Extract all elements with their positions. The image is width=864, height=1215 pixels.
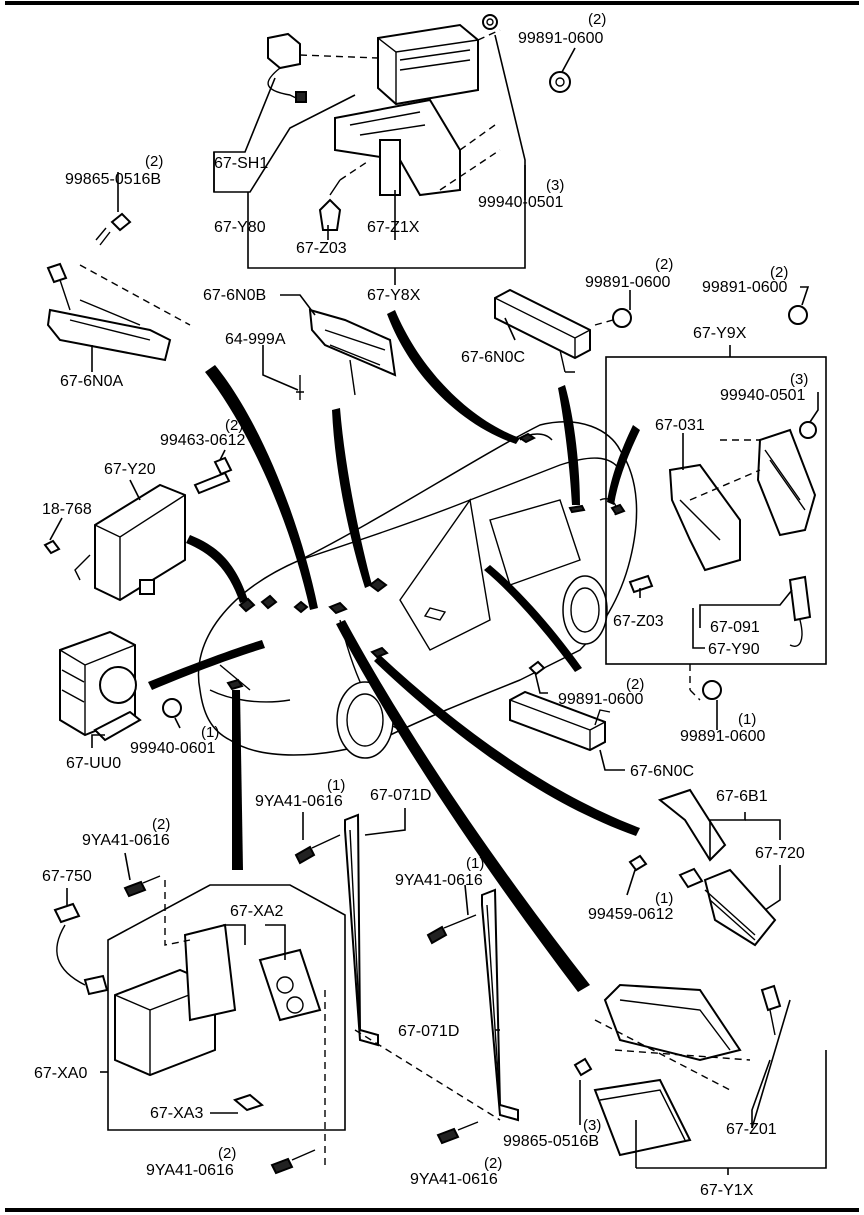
- label-9YA41-0616-d-qty: (2): [218, 1145, 236, 1162]
- label-9YA41-0616-b-qty: (2): [152, 816, 170, 833]
- bolt-bottom-a: [270, 1157, 294, 1175]
- bolt-bottom-b-shank: [457, 1121, 479, 1131]
- label-99891-0600-d: 99891-0600: [558, 691, 644, 708]
- label-99891-0600-d-qty: (2): [626, 676, 644, 693]
- label-67-Z01: 67-Z01: [726, 1121, 777, 1138]
- label-67-Y20: 67-Y20: [104, 461, 156, 478]
- dash-071D: [354, 1029, 501, 1121]
- label-64-999A: 64-999A: [225, 331, 286, 348]
- label-99940-0501-b: 99940-0501: [720, 387, 806, 404]
- group-box-Y1X: [636, 1050, 827, 1169]
- label-99891-0600-e: 99891-0600: [680, 728, 766, 745]
- module-Y1X-assembly: [573, 983, 782, 1157]
- leader-wedges: [148, 310, 640, 992]
- label-9YA41-0616-e: 9YA41-0616: [410, 1171, 498, 1188]
- top-dashed-lines: [299, 29, 501, 191]
- bolt-bottom-a-shank: [291, 1149, 316, 1161]
- label-67-091: 67-091: [710, 619, 760, 636]
- label-67-XA0: 67-XA0: [34, 1065, 87, 1082]
- label-67-750: 67-750: [42, 868, 92, 885]
- label-67-UU0: 67-UU0: [66, 755, 121, 772]
- top-module-assembly: [267, 14, 498, 231]
- label-67-Y80: 67-Y80: [214, 219, 266, 236]
- label-99940-0601-qty: (1): [201, 724, 219, 741]
- label-99865-0516B-a-qty: (2): [145, 153, 163, 170]
- label-67-071D-b: 67-071D: [398, 1023, 459, 1040]
- label-99459-0612: 99459-0612: [588, 906, 674, 923]
- label-67-031: 67-031: [655, 417, 705, 434]
- label-67-Y1X: 67-Y1X: [700, 1182, 754, 1199]
- label-99940-0501-b-qty: (3): [790, 371, 808, 388]
- label-99891-0600-a: 99891-0600: [518, 30, 604, 47]
- module-UU0: [59, 630, 142, 742]
- nut-icon-e: [702, 680, 722, 700]
- label-67-Z1X: 67-Z1X: [367, 219, 420, 236]
- label-99891-0600-b: 99891-0600: [585, 274, 671, 291]
- label-67-Y90: 67-Y90: [708, 641, 760, 658]
- label-9YA41-0616-d: 9YA41-0616: [146, 1162, 234, 1179]
- label-67-XA2: 67-XA2: [230, 903, 283, 920]
- label-99940-0601: 99940-0601: [130, 740, 216, 757]
- module-720: [628, 788, 777, 947]
- bracket-071D-a: [294, 813, 379, 1047]
- label-67-6N0C-a: 67-6N0C: [461, 349, 525, 366]
- label-67-XA3: 67-XA3: [150, 1105, 203, 1122]
- label-9YA41-0616-c: 9YA41-0616: [395, 872, 483, 889]
- module-6N0C-top: [494, 288, 621, 373]
- nut-icon-a: [549, 71, 571, 93]
- car-outline: [197, 421, 638, 759]
- bracket-6N0A: [46, 262, 191, 362]
- label-9YA41-0616-e-qty: (2): [484, 1155, 502, 1172]
- group-box-Y9X: [605, 356, 827, 665]
- label-67-071D-a: 67-071D: [370, 787, 431, 804]
- nut-icon-d: [162, 698, 182, 718]
- leader-lines: [49, 34, 819, 1175]
- label-67-6B1: 67-6B1: [716, 788, 768, 805]
- right-module-assembly: [628, 421, 817, 647]
- label-67-SH1: 67-SH1: [214, 155, 268, 172]
- label-67-Z03-a: 67-Z03: [296, 240, 347, 257]
- label-99865-0516B-a: 99865-0516B: [65, 171, 161, 188]
- label-9YA41-0616-a: 9YA41-0616: [255, 793, 343, 810]
- nut-icon-c: [788, 305, 808, 325]
- label-99891-0600-c: 99891-0600: [702, 279, 788, 296]
- label-9YA41-0616-c-qty: (1): [466, 855, 484, 872]
- module-Y20: [43, 456, 233, 602]
- label-99940-0501-a: 99940-0501: [478, 194, 564, 211]
- label-18-768: 18-768: [42, 501, 92, 518]
- bracket-071D-b: [426, 888, 519, 1122]
- nut-icon-b: [612, 308, 632, 328]
- label-99891-0600-c-qty: (2): [770, 264, 788, 281]
- label-67-Y8X: 67-Y8X: [367, 287, 421, 304]
- module-XA0-assembly: [53, 875, 326, 1165]
- label-99463-0612-qty: (2): [225, 417, 243, 434]
- label-67-Y9X: 67-Y9X: [693, 325, 747, 342]
- screw-a: [95, 212, 132, 246]
- module-6N0C-bottom: [509, 660, 611, 752]
- label-99865-0516B-b: 99865-0516B: [503, 1133, 599, 1150]
- label-99940-0501-a-qty: (3): [546, 177, 564, 194]
- bracket-6N0B: [296, 308, 397, 400]
- label-99891-0600-b-qty: (2): [655, 256, 673, 273]
- label-9YA41-0616-b: 9YA41-0616: [82, 832, 170, 849]
- label-67-720: 67-720: [755, 845, 805, 862]
- label-99459-0612-qty: (1): [655, 890, 673, 907]
- label-99463-0612: 99463-0612: [160, 432, 246, 449]
- label-99891-0600-a-qty: (2): [588, 11, 606, 28]
- label-9YA41-0616-a-qty: (1): [327, 777, 345, 794]
- label-67-6N0B: 67-6N0B: [203, 287, 266, 304]
- label-67-6N0A: 67-6N0A: [60, 373, 123, 390]
- group-box-XA0: [107, 884, 346, 1131]
- bolt-bottom-b: [436, 1127, 460, 1145]
- label-67-6N0C-b: 67-6N0C: [630, 763, 694, 780]
- part-labels: (2) 99891-0600 67-SH1 (2) 99865-0516B (3…: [34, 11, 808, 1199]
- label-99891-0600-e-qty: (1): [738, 711, 756, 728]
- label-67-Z03-b: 67-Z03: [613, 613, 664, 630]
- dash-y9x-nut: [689, 664, 701, 701]
- label-99865-0516B-b-qty: (3): [583, 1117, 601, 1134]
